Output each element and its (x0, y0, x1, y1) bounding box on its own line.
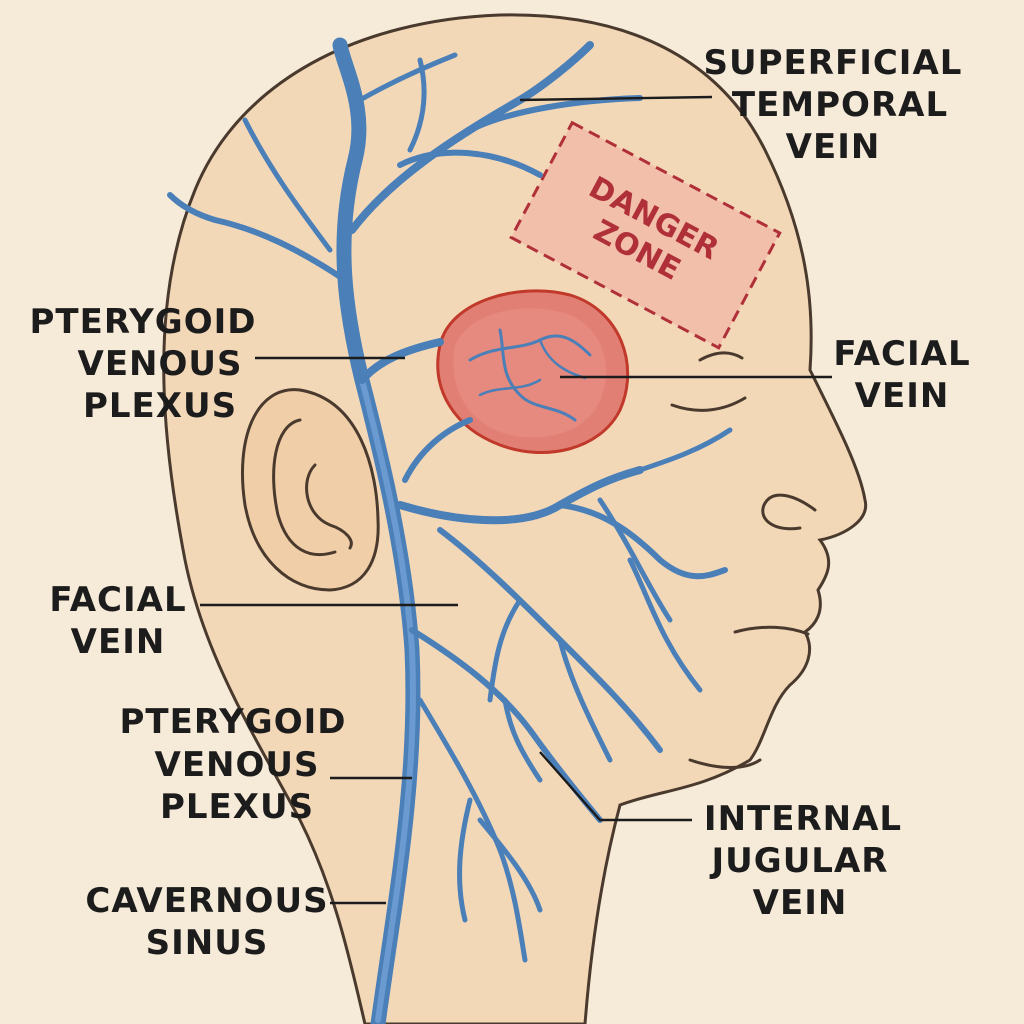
label-pterygoid-venous-plexus-lower: PTERYGOID VENOUS PLEXUS (120, 702, 347, 827)
label-line: JUGULAR (710, 841, 889, 881)
label-line: SINUS (146, 923, 269, 963)
label-line: FACIAL (49, 580, 186, 620)
leader-lines (200, 95, 832, 905)
vein-network (167, 37, 733, 1024)
label-line: PLEXUS (83, 386, 237, 426)
label-facial-vein-right: FACIAL VEIN (833, 334, 970, 416)
label-line: VENOUS (155, 745, 320, 785)
facial-features (670, 351, 817, 769)
label-cavernous-sinus: CAVERNOUS SINUS (85, 881, 328, 963)
label-line: VENOUS (78, 344, 243, 384)
label-line: VEIN (855, 376, 950, 416)
danger-zone-box (509, 120, 782, 350)
label-line: SUPERFICIAL (704, 43, 963, 83)
label-line: PTERYGOID (30, 302, 257, 342)
pterygoid-plexus-blob (436, 289, 630, 454)
label-line: VEIN (753, 883, 848, 923)
label-facial-vein-left: FACIAL VEIN (49, 580, 186, 662)
label-line: FACIAL (833, 334, 970, 374)
label-line: PLEXUS (160, 787, 314, 827)
label-superficial-temporal-vein: SUPERFICIAL TEMPORAL VEIN (704, 43, 963, 167)
label-line: VEIN (786, 127, 881, 167)
ear (241, 388, 380, 592)
label-internal-jugular-vein: INTERNAL JUGULAR VEIN (704, 799, 902, 923)
label-line: CAVERNOUS (85, 881, 328, 921)
label-line: VEIN (71, 622, 166, 662)
label-line: PTERYGOID (120, 702, 347, 742)
label-line: INTERNAL (704, 799, 902, 839)
label-pterygoid-venous-plexus-upper: PTERYGOID VENOUS PLEXUS (30, 302, 257, 426)
label-line: TEMPORAL (732, 85, 948, 125)
